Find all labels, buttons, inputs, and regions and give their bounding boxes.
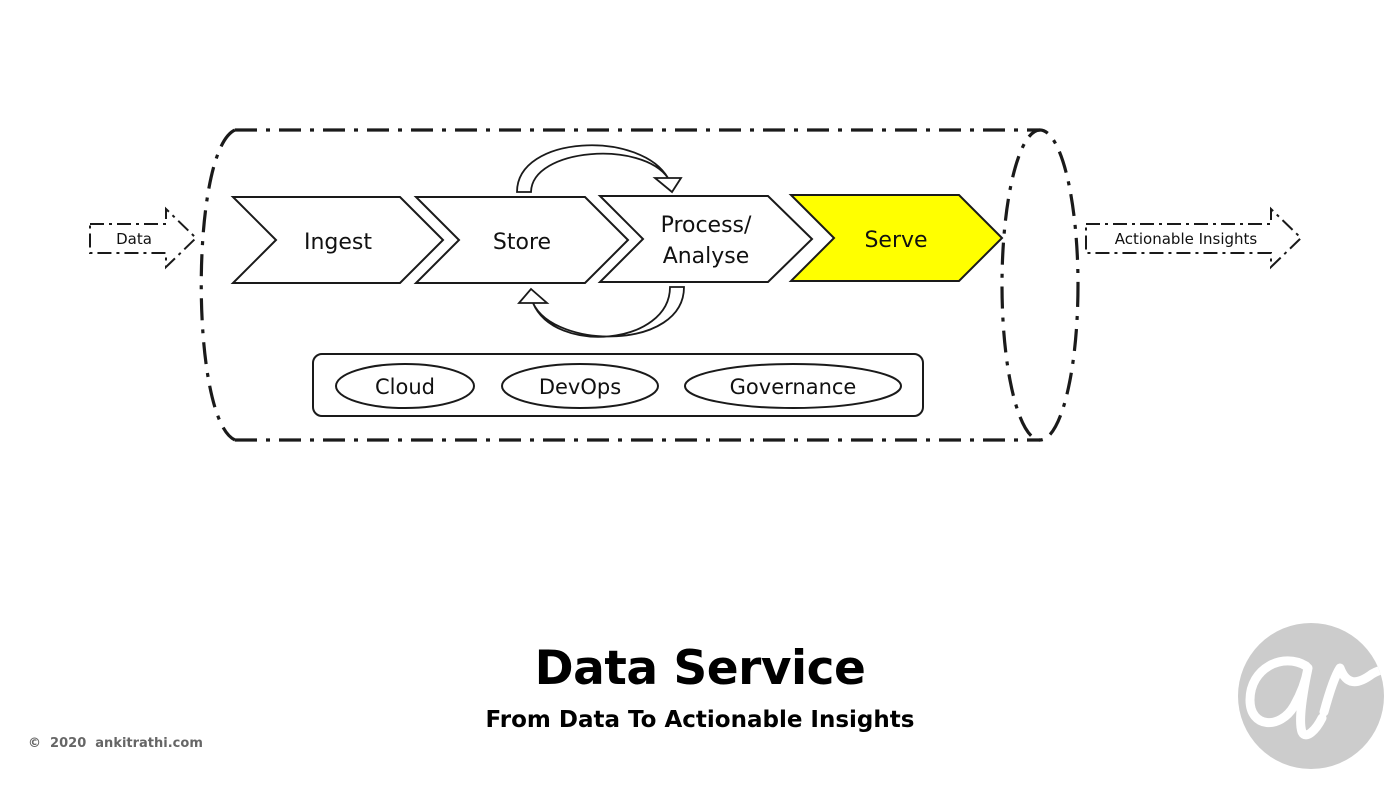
- stage-serve-chevron: [788, 194, 1004, 282]
- pipeline-cylinder-body: [199, 128, 1040, 442]
- foundation-cloud-label: Cloud: [375, 375, 435, 399]
- page-title: Data Service: [534, 641, 866, 696]
- stage-process-label-line1: Process/: [661, 213, 752, 238]
- stage-store-chevron: [413, 196, 630, 284]
- stage-ingest-chevron: [230, 196, 445, 284]
- actionable-insights-output-label: Actionable Insights: [1115, 230, 1258, 248]
- stage-store-label: Store: [493, 230, 551, 255]
- data-input-arrow: [89, 206, 198, 270]
- foundation-governance-ellipse: [684, 363, 902, 409]
- data-input-label: Data: [116, 230, 152, 248]
- stage-process-chevron: [597, 195, 814, 283]
- page-subtitle: From Data To Actionable Insights: [485, 707, 915, 733]
- stage-serve-label: Serve: [864, 228, 927, 253]
- stage-ingest-label: Ingest: [304, 230, 372, 255]
- pipeline-cylinder-end: [1000, 128, 1080, 442]
- foundation-devops-ellipse: [501, 363, 659, 409]
- cycle-arrow-top-icon: [516, 144, 683, 194]
- ar-monogram-logo: [1238, 623, 1384, 769]
- foundation-cloud-ellipse: [335, 363, 475, 409]
- copyright-text: © 2020 ankitrathi.com: [28, 736, 203, 751]
- cycle-arrow-bottom-icon: [517, 286, 685, 338]
- stage-process-label-line2: Analyse: [663, 244, 750, 269]
- foundation-governance-label: Governance: [730, 375, 857, 399]
- foundation-devops-label: DevOps: [539, 375, 621, 399]
- actionable-insights-output-arrow: [1085, 206, 1303, 270]
